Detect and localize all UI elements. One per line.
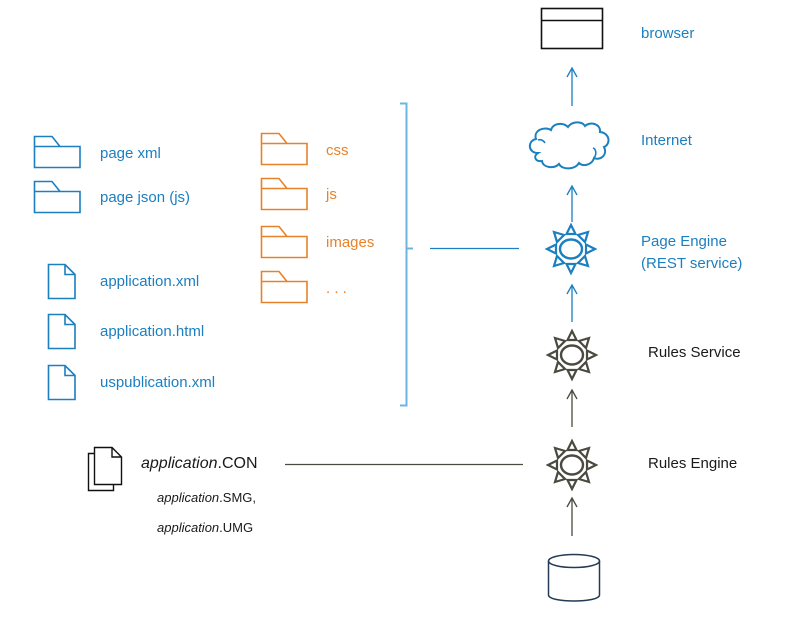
cloud-icon [528,121,610,170]
rules-service-label: Rules Service [648,344,741,361]
folder-icon [260,177,308,211]
con-file-extension: .CON [217,455,258,472]
asset-folder-label: css [326,142,349,159]
browser-window-icon [540,7,604,50]
database-cylinder-icon [547,553,601,602]
document-icon [47,313,76,350]
folder-icon [260,132,308,166]
document-label: application.xml [100,273,200,290]
browser-label: browser [641,25,695,42]
folder-label: page xml [100,145,161,162]
folder-label: page json (js) [100,189,191,206]
page-engine-sublabel: (REST service) [641,255,743,272]
smg-file-label: application.SMG, [157,489,256,507]
document-label: application.html [100,323,205,340]
asset-folder-label: images [326,234,375,251]
folder-icon [33,135,81,169]
grouping-bracket [400,102,413,407]
umg-file-extension: .UMG [219,520,254,535]
folder-icon [260,225,308,259]
arrow-rulesservice-to-pageengine [566,283,578,322]
page-engine-icon [545,223,597,275]
folder-icon [260,270,308,304]
document-icon [47,263,76,300]
umg-file-label: application.UMG [157,519,253,537]
arrow-database-to-rulesengine [566,496,578,536]
arrow-pageengine-to-internet [566,184,578,222]
arrow-rulesengine-to-rulesservice [566,388,578,427]
document-icon [47,364,76,401]
umg-file-basename: application [157,520,220,535]
con-file-basename: application [141,455,218,472]
con-file-label: application.CON [141,455,258,473]
stacked-documents-icon [87,446,123,492]
page-engine-label: Page Engine [641,233,727,250]
document-label: uspublication.xml [100,374,216,391]
arrow-internet-to-browser [566,66,578,106]
rules-service-icon [546,329,598,381]
internet-label: Internet [641,132,692,149]
rules-engine-label: Rules Engine [648,455,738,472]
folder-icon [33,180,81,214]
asset-folder-label: . . . [326,280,347,297]
rules-engine-icon [546,439,598,491]
smg-file-extension: .SMG, [219,490,256,505]
asset-folder-label: js [326,186,337,203]
smg-file-basename: application [157,490,220,505]
